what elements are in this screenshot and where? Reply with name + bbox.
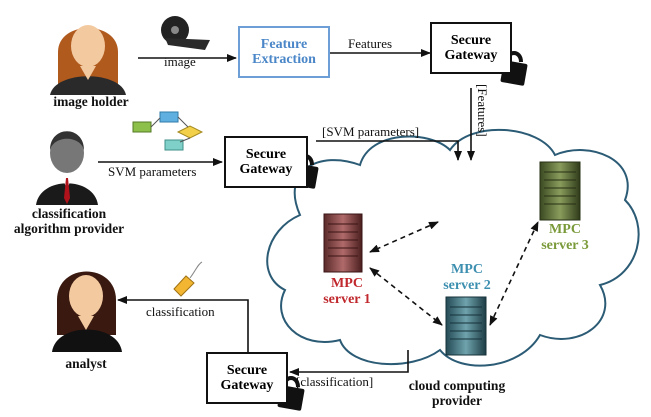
dashed-s1-s2 bbox=[369, 267, 443, 326]
server3-icon bbox=[539, 161, 581, 221]
dashed-s2-s1 bbox=[369, 221, 439, 253]
label-svm-parameters-bracket: [SVM parameters] bbox=[322, 124, 420, 139]
analyst-label: analyst bbox=[65, 356, 107, 371]
arrow-svm-to-cloud bbox=[316, 140, 462, 161]
label-image: image bbox=[164, 54, 196, 69]
secure-gateway-top: Secure Gateway bbox=[430, 22, 512, 74]
label-features-bracket: [Features] bbox=[475, 84, 490, 137]
film-icon bbox=[161, 16, 210, 50]
provider-label: classification algorithm provider bbox=[13, 206, 125, 236]
server3-label: MPC server 3 bbox=[541, 222, 589, 253]
feature-extraction-box: Feature Extraction bbox=[238, 26, 330, 78]
label-classification-bracket: [classification] bbox=[296, 374, 374, 389]
image-holder-label: image holder bbox=[53, 94, 129, 109]
arrow-cloud-to-gateway bbox=[289, 350, 409, 376]
secure-gateway-bottom: Secure Gateway bbox=[206, 352, 288, 404]
image-holder-icon bbox=[50, 25, 126, 95]
dashed-s2-s3 bbox=[489, 221, 539, 326]
provider-icon bbox=[36, 131, 98, 205]
server2-label: MPC server 2 bbox=[443, 262, 491, 293]
flowchart-icon bbox=[132, 111, 204, 151]
label-svm-parameters: SVM parameters bbox=[108, 164, 197, 179]
server2-icon bbox=[445, 296, 487, 356]
analyst-icon bbox=[52, 271, 122, 352]
tag-icon bbox=[173, 261, 203, 297]
cloud-provider-label: cloud computing provider bbox=[408, 378, 506, 408]
label-classification: classification bbox=[146, 304, 215, 319]
server1-label: MPC server 1 bbox=[323, 276, 371, 307]
server1-icon bbox=[323, 213, 363, 273]
label-features: Features bbox=[348, 36, 393, 51]
arrow-classification bbox=[117, 296, 249, 352]
secure-gateway-mid: Secure Gateway bbox=[224, 136, 308, 188]
